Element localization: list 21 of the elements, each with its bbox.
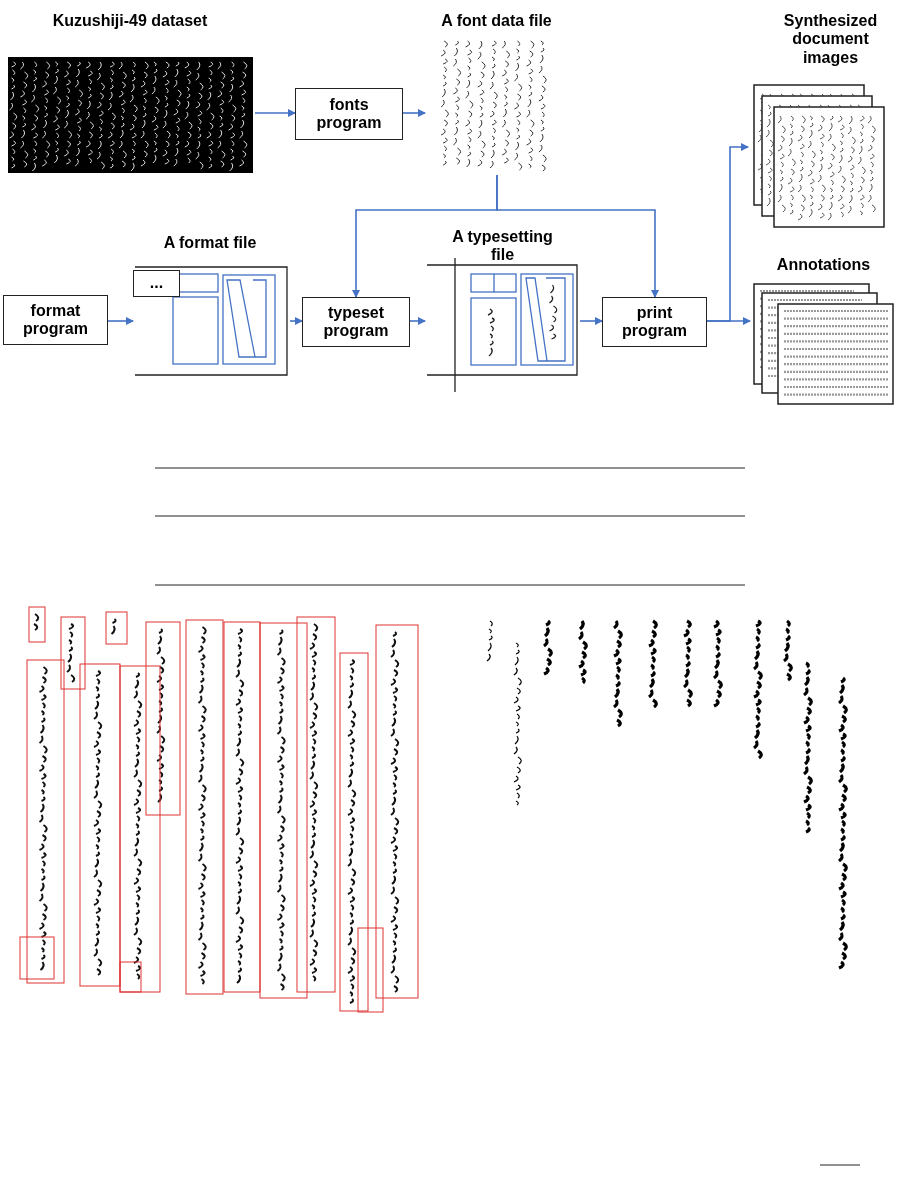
arrow	[496, 174, 659, 298]
process-box: format program	[3, 295, 108, 345]
layout-panel	[130, 234, 290, 377]
panel-title: A font data file	[440, 12, 553, 31]
panel-title: Synthesized document images	[782, 12, 879, 68]
arrow	[402, 109, 426, 117]
arrow	[706, 317, 751, 325]
panel-title: A typesetting file	[451, 228, 554, 265]
layout-panel	[425, 228, 580, 392]
process-box: typeset program	[302, 297, 410, 347]
arrow	[289, 317, 303, 325]
arrow	[107, 317, 134, 325]
arrow	[254, 109, 296, 117]
panel-title: Annotations	[775, 256, 872, 275]
process-box: print program	[602, 297, 707, 347]
panel-title: Kuzushiji-49 dataset	[51, 12, 209, 31]
arrow	[409, 317, 426, 325]
process-box: fonts program	[295, 88, 403, 140]
panel-title: A format file	[162, 234, 258, 253]
ellipsis-box: ...	[133, 270, 180, 297]
arrow	[579, 317, 603, 325]
